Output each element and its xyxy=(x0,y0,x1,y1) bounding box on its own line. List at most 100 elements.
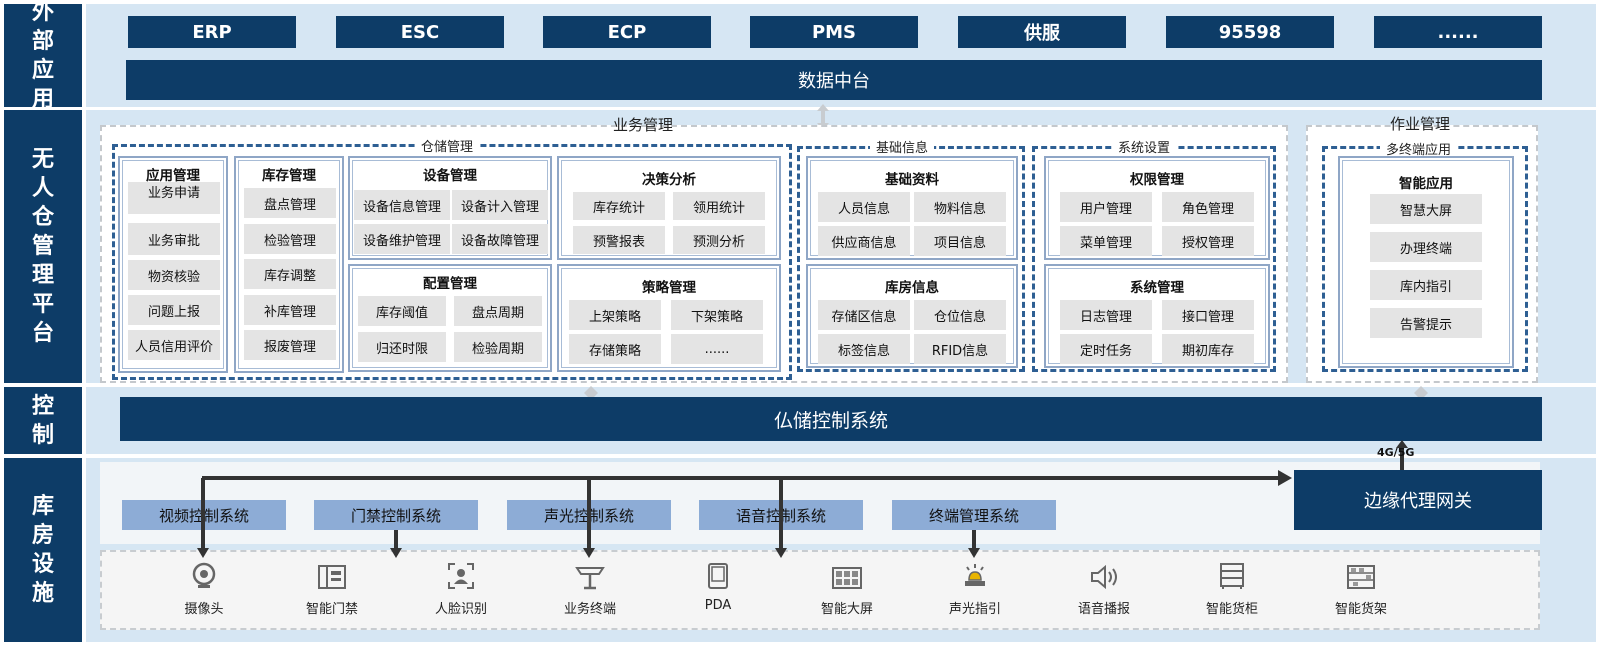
face-recognition-icon xyxy=(416,560,506,590)
system-mgmt-item: 日志管理 xyxy=(1060,300,1152,330)
device-label: 智能货架 xyxy=(1334,602,1387,617)
permission-title: 权限管理 xyxy=(1130,172,1184,188)
external-app-erp: ERP xyxy=(128,16,296,48)
external-app-ecp: ECP xyxy=(543,16,711,48)
external-app-more: ...... xyxy=(1374,16,1542,48)
storeroom-title: 库房信息 xyxy=(885,280,939,296)
basic-data-item: 人员信息 xyxy=(818,192,910,222)
subsystem-access-control: 门禁控制系统 xyxy=(314,500,478,530)
permission-item: 用户管理 xyxy=(1060,192,1152,222)
bus-arrow xyxy=(202,470,1292,486)
config-mgmt-item: 盘点周期 xyxy=(454,296,542,326)
system-mgmt-item: 定时任务 xyxy=(1060,334,1152,364)
storeroom-box: 库房信息 存储区信息 仓位信息 标签信息 RFID信息 xyxy=(806,264,1018,368)
storeroom-item: 标签信息 xyxy=(818,334,910,364)
smart-app-item: 办理终端 xyxy=(1370,232,1482,262)
device-label: 摄像头 xyxy=(184,602,224,617)
row-label-platform: 无人仓管理平台 xyxy=(4,110,82,383)
storeroom-item: RFID信息 xyxy=(914,334,1006,364)
decision-item: 领用统计 xyxy=(673,192,765,220)
business-terminal-icon xyxy=(545,560,635,590)
control-system-bar: 仏储控制系统 xyxy=(120,397,1542,441)
smart-app-title: 智能应用 xyxy=(1399,176,1453,192)
decision-item: 预测分析 xyxy=(673,226,765,254)
permission-item: 角色管理 xyxy=(1162,192,1254,222)
storeroom-item: 仓位信息 xyxy=(914,300,1006,330)
app-mgmt-item: 业务申请 xyxy=(128,182,220,214)
decision-item: 预警报表 xyxy=(573,226,665,254)
basic-data-item: 供应商信息 xyxy=(818,226,910,256)
shelf-icon xyxy=(1316,560,1406,590)
access-control-icon xyxy=(287,560,377,590)
config-mgmt-item: 检验周期 xyxy=(454,332,542,362)
inventory-mgmt-title: 库存管理 xyxy=(262,168,316,184)
basic-data-item: 物料信息 xyxy=(914,192,1006,222)
device-label: 人脸识别 xyxy=(434,602,487,617)
app-mgmt-box: 应用管理 业务申请 业务审批 物资核验 问题上报 人员信用评价 xyxy=(118,156,228,373)
strategy-mgmt-item: ...... xyxy=(671,334,763,364)
config-mgmt-item: 归还时限 xyxy=(358,332,446,362)
permission-item: 授权管理 xyxy=(1162,226,1254,256)
device-label: 智能门禁 xyxy=(305,602,358,617)
device-mgmt-item: 设备计入管理 xyxy=(452,190,548,220)
subsystem-connectors xyxy=(197,478,980,558)
business-title: 业务管理 xyxy=(613,116,674,134)
strategy-mgmt-item: 存储策略 xyxy=(569,334,661,364)
row-label-control: 控制 xyxy=(4,387,82,454)
camera-icon xyxy=(159,560,249,590)
external-app-95598: 95598 xyxy=(1166,16,1334,48)
smart-app-item: 智慧大屏 xyxy=(1370,194,1482,224)
external-app-pms: PMS xyxy=(750,16,918,48)
inventory-mgmt-item: 报废管理 xyxy=(244,330,336,360)
basic-info-title: 基础信息 xyxy=(870,137,935,156)
device-voice-broadcast: 语音播报 xyxy=(1059,560,1149,617)
edge-gateway: 边缘代理网关 xyxy=(1294,470,1542,530)
external-app-esc: ESC xyxy=(336,16,504,48)
subsystem-terminal-mgmt: 终端管理系统 xyxy=(892,500,1056,530)
device-smart-access: 智能门禁 xyxy=(287,560,377,617)
device-label: 声光指引 xyxy=(948,602,1001,617)
external-app-gongfu: 供服 xyxy=(958,16,1126,48)
device-label: 语音播报 xyxy=(1077,602,1130,617)
inventory-mgmt-item: 检验管理 xyxy=(244,224,336,254)
device-large-screen: 智能大屏 xyxy=(802,560,892,617)
basic-data-box: 基础资料 人员信息 物料信息 供应商信息 项目信息 xyxy=(806,156,1018,260)
config-mgmt-item: 库存阈值 xyxy=(358,296,446,326)
device-label: 智能大屏 xyxy=(820,602,873,617)
devices-area xyxy=(100,550,1540,630)
app-mgmt-item: 业务审批 xyxy=(128,223,220,255)
network-label: 4G/5G xyxy=(1377,446,1415,459)
strategy-mgmt-item: 上架策略 xyxy=(569,300,661,330)
permission-item: 菜单管理 xyxy=(1060,226,1152,256)
device-mgmt-title: 设备管理 xyxy=(423,168,477,184)
connector-diamond-left xyxy=(584,386,598,400)
app-mgmt-item: 物资核验 xyxy=(128,260,220,290)
connector-arrow xyxy=(817,104,829,130)
device-smart-cabinet: 智能货柜 xyxy=(1187,560,1277,617)
device-mgmt-item: 设备维护管理 xyxy=(354,224,450,254)
device-face-recognition: 人脸识别 xyxy=(416,560,506,617)
strategy-mgmt-title: 策略管理 xyxy=(642,280,696,296)
device-mgmt-item: 设备信息管理 xyxy=(354,190,450,220)
inventory-mgmt-item: 盘点管理 xyxy=(244,188,336,218)
connector-diamond-right xyxy=(1414,386,1428,400)
device-label: 业务终端 xyxy=(563,602,616,617)
app-mgmt-item: 人员信用评价 xyxy=(128,330,220,360)
config-mgmt-box: 配置管理 库存阈值 盘点周期 归还时限 检验周期 xyxy=(348,264,552,372)
decision-item: 库存统计 xyxy=(573,192,665,220)
basic-data-title: 基础资料 xyxy=(885,172,939,188)
smart-app-box: 智能应用 智慧大屏 办理终端 库内指引 告警提示 xyxy=(1338,156,1514,368)
network-link-arrow xyxy=(1396,440,1408,476)
device-label: 智能货柜 xyxy=(1205,602,1258,617)
strategy-mgmt-item: 下架策略 xyxy=(671,300,763,330)
app-mgmt-item: 问题上报 xyxy=(128,295,220,325)
decision-box: 决策分析 库存统计 领用统计 预警报表 预测分析 xyxy=(557,156,781,260)
warehouse-title: 仓储管理 xyxy=(415,136,480,155)
multi-terminal-title: 多终端应用 xyxy=(1380,139,1458,158)
large-screen-icon xyxy=(802,560,892,590)
inventory-mgmt-box: 库存管理 盘点管理 检验管理 库存调整 补库管理 报废管理 xyxy=(234,156,344,373)
app-mgmt-title: 应用管理 xyxy=(146,168,200,184)
device-mgmt-box: 设备管理 设备信息管理 设备计入管理 设备维护管理 设备故障管理 xyxy=(348,156,552,260)
cabinet-icon xyxy=(1187,560,1277,590)
storeroom-item: 存储区信息 xyxy=(818,300,910,330)
